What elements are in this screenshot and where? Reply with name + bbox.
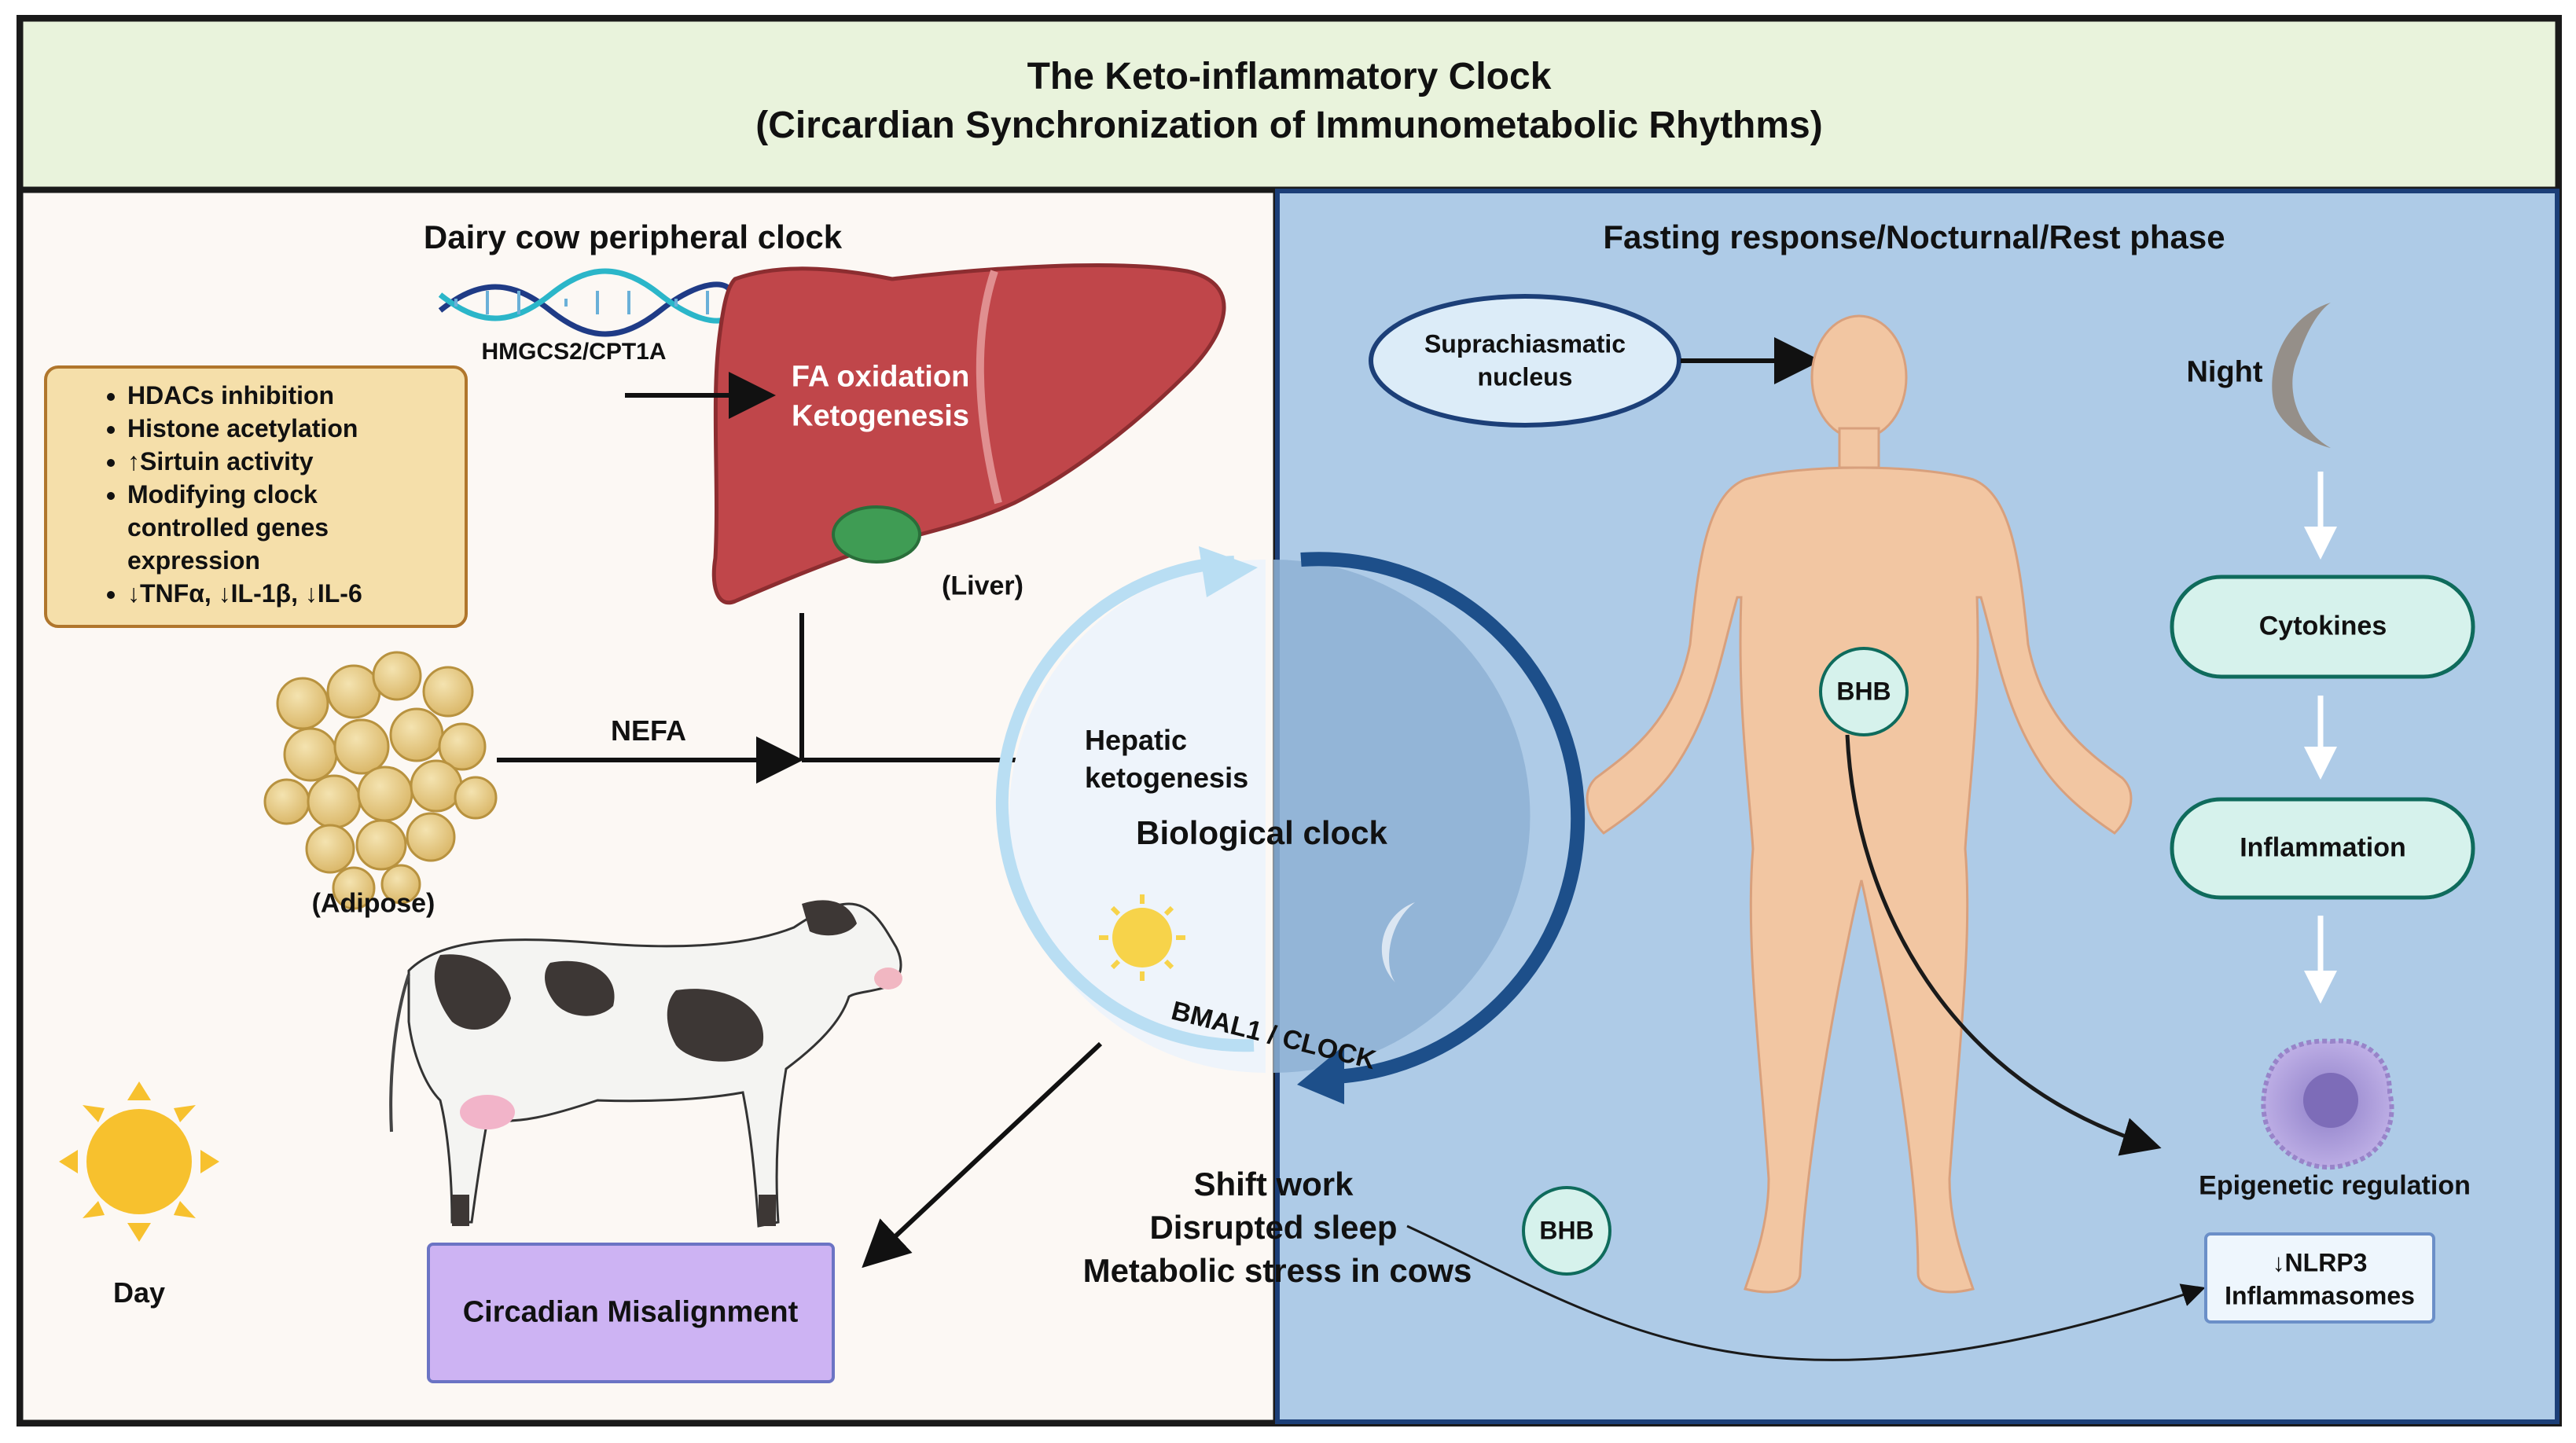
- arrow-to-misalignment: [862, 1041, 1103, 1269]
- liver-icon: [711, 263, 1226, 605]
- effects-box: [44, 365, 468, 628]
- bhb-free-circle: [1522, 1186, 1611, 1276]
- bmal1-clock-label: BMAL1 / CLOCK: [1168, 995, 1379, 1076]
- inflammation-box: [2170, 797, 2475, 900]
- effects-list: HDACs inhibition Histone acetylation ↑Si…: [79, 379, 362, 610]
- scn-label-2: nucleus: [1477, 362, 1573, 391]
- title-bar: [19, 17, 2559, 191]
- misalignment-label: Circadian Misalignment: [462, 1295, 799, 1329]
- epigenetic-label: Epigenetic regulation: [2199, 1170, 2471, 1201]
- dna-icon: [438, 268, 734, 337]
- cytokines-label: Cytokines: [2258, 611, 2387, 641]
- nlrp3-label-1: ↓NLRP3: [2272, 1248, 2368, 1277]
- night-moon-icon: [2272, 303, 2331, 448]
- arrow-bhb-to-epigenetic: [1845, 734, 2162, 1156]
- inflammation-label: Inflammation: [2240, 832, 2406, 863]
- nlrp3-box: [2204, 1232, 2435, 1324]
- effect-item: HDACs inhibition: [127, 379, 362, 412]
- left-panel-heading: Dairy cow peripheral clock: [423, 218, 843, 255]
- day-label: Day: [112, 1276, 166, 1309]
- misalignment-box: [427, 1243, 835, 1383]
- title-line-1: The Keto-inflammatory Clock: [1027, 56, 1552, 97]
- macrophage-icon: [2261, 1038, 2394, 1170]
- adipose-icon: [263, 651, 498, 910]
- effect-item: ↑Sirtuin activity: [127, 445, 362, 478]
- stressor-1: Shift work: [1193, 1166, 1354, 1202]
- liver-caption: (Liver): [942, 571, 1023, 601]
- clock-sun-icon: [1099, 894, 1185, 981]
- arrow-stress-to-nlrp3: [1406, 1225, 2206, 1361]
- hepatic-label-1: Hepatic: [1085, 724, 1188, 756]
- cytokines-box: [2170, 575, 2475, 679]
- stressor-2: Disrupted sleep: [1149, 1209, 1398, 1246]
- liver-text-1: FA oxidation: [791, 360, 970, 394]
- title-line-2: (Circardian Synchronization of Immunomet…: [755, 105, 1823, 146]
- scn-label-1: Suprachiasmatic: [1424, 329, 1626, 358]
- night-label: Night: [2186, 355, 2263, 389]
- scn-ellipse: [1369, 294, 1681, 428]
- clock-label: Biological clock: [1136, 814, 1387, 851]
- nlrp3-label-2: Inflammasomes: [2225, 1281, 2415, 1310]
- gene-label: HMGCS2/CPT1A: [481, 339, 667, 365]
- right-panel-heading: Fasting response/Nocturnal/Rest phase: [1603, 218, 2225, 255]
- liver-text-2: Ketogenesis: [792, 399, 969, 433]
- effect-item: ↓TNFα, ↓IL-1β, ↓IL-6: [127, 577, 362, 610]
- biological-clock-icon: [995, 546, 1586, 1104]
- cow-icon: [389, 900, 902, 1228]
- human-body-icon: [1586, 314, 2133, 1294]
- bhb-body-label: BHB: [1836, 677, 1891, 706]
- effect-item: Modifying clock controlled genes express…: [127, 478, 362, 577]
- day-sun-icon: [59, 1081, 219, 1242]
- adipose-caption: (Adipose): [311, 888, 435, 919]
- effect-item: Histone acetylation: [127, 412, 362, 445]
- nefa-label: NEFA: [610, 714, 687, 747]
- bhb-free-label: BHB: [1539, 1216, 1594, 1245]
- hepatic-label-2: ketogenesis: [1085, 762, 1249, 794]
- bhb-body-circle: [1819, 647, 1909, 736]
- clock-moon-icon: [1381, 902, 1415, 982]
- stressor-3: Metabolic stress in cows: [1082, 1252, 1472, 1289]
